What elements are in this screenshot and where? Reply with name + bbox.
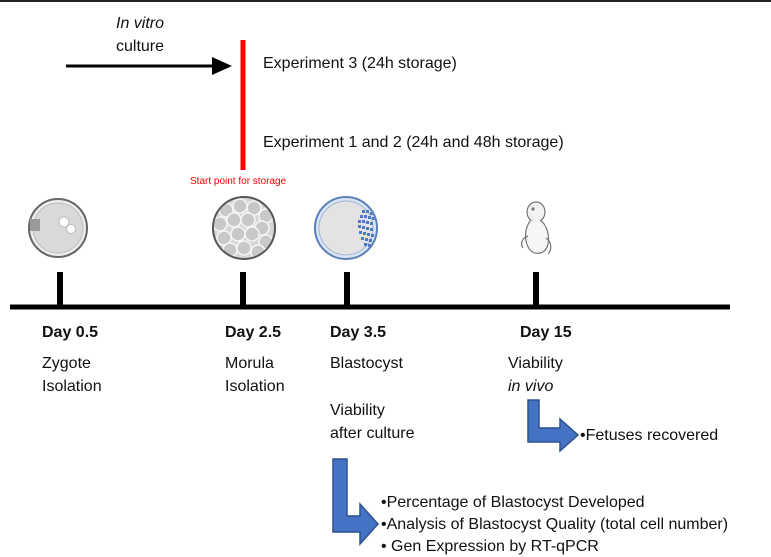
bent-arrow-fetuses [527, 399, 580, 453]
stage-blastocyst-label: Blastocyst [330, 355, 403, 372]
top-border [0, 0, 771, 2]
viability-after-line1: Viability [330, 402, 385, 419]
outcome-gene-expression: • Gen Expression by RT-qPCR [381, 538, 599, 555]
timeline [10, 272, 730, 310]
stage-viability-label: Viability [508, 355, 563, 372]
culture-arrow [66, 57, 232, 75]
culture-label-line2: culture [116, 38, 165, 55]
fetus-icon [521, 201, 552, 255]
outcome-percentage-blastocyst: •Percentage of Blastocyst Developed [381, 494, 645, 511]
fetuses-recovered-label: •Fetuses recovered [580, 427, 719, 444]
stage-zygote-label: Zygote [42, 355, 91, 372]
morula-icon [212, 196, 276, 260]
culture-label-line1: In vitro [116, 15, 165, 32]
experiment-1-2-label: Experiment 1 and 2 (24h and 48h storage) [263, 134, 564, 151]
stage-day-15: Day 15 [520, 324, 572, 341]
zygote-icon [28, 198, 88, 258]
stage-day-2-5: Day 2.5 [225, 324, 282, 341]
bent-arrow-outcomes [332, 458, 380, 546]
stage-morula-sublabel: Isolation [225, 378, 285, 395]
stage-day-3-5: Day 3.5 [330, 324, 387, 341]
viability-after-line2: after culture [330, 425, 415, 442]
stage-in-vivo-label: in vivo [508, 378, 554, 395]
experiment-3-label: Experiment 3 (24h storage) [263, 55, 457, 72]
stage-day-0-5: Day 0.5 [42, 324, 99, 341]
start-point-label: Start point for storage [190, 176, 287, 187]
stage-morula-label: Morula [225, 355, 274, 372]
stage-zygote-sublabel: Isolation [42, 378, 102, 395]
outcome-blastocyst-quality: •Analysis of Blastocyst Quality (total c… [381, 516, 729, 533]
blastocyst-icon [314, 196, 378, 260]
